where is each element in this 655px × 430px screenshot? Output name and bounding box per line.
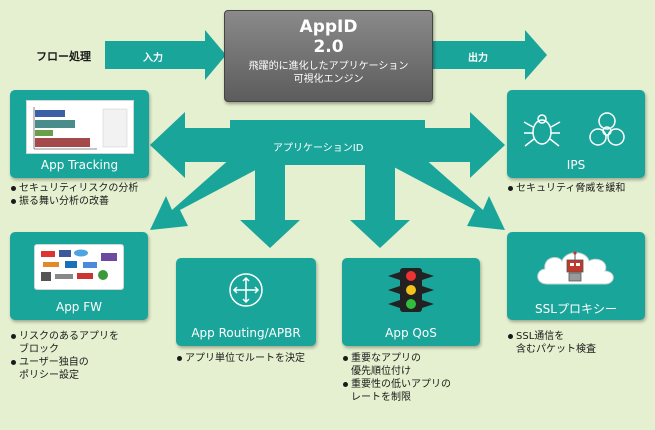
app-tracking-title: App Tracking [40, 158, 119, 172]
chart-thumbnail-icon [27, 101, 133, 153]
arrow-to-app-fw [150, 150, 265, 230]
input-arrow [105, 30, 226, 80]
bullet-item: セキュリティ脅威を緩和 [507, 182, 625, 195]
output-arrow [431, 30, 547, 80]
app-tracking-box: App Tracking [10, 90, 149, 178]
app-logos-icon [41, 249, 117, 281]
ips-bullets: セキュリティ脅威を緩和 [507, 182, 625, 195]
bullet-item: セキュリティリスクの分析 [10, 182, 138, 195]
ssl-proxy-box: SSLプロキシー [507, 232, 645, 320]
bullet-item: リスクのあるアプリを ブロック [10, 330, 119, 356]
app-routing-title: App Routing/APBR [191, 326, 301, 340]
app-qos-title: App QoS [385, 326, 437, 340]
app-fw-bullets: リスクのあるアプリを ブロック ユーザー独自の ポリシー設定 [10, 330, 119, 382]
tracking-chart-image [26, 100, 134, 154]
bullet-item: 振る舞い分析の改善 [10, 195, 138, 208]
app-routing-box: App Routing/APBR [176, 258, 316, 346]
flow-processing-label: フロー処理 [36, 50, 91, 63]
app-fw-title: App FW [55, 300, 103, 314]
app-tracking-bullets: セキュリティリスクの分析 振る舞い分析の改善 [10, 182, 138, 208]
bullet-item: アプリ単位でルートを決定 [176, 352, 305, 365]
bullet-item: 重要性の低いアプリの レートを制限 [342, 378, 451, 404]
router-icon [229, 273, 263, 307]
app-fw-box: App FW [10, 232, 148, 320]
cloud-robot-icon [537, 251, 614, 285]
biohazard-icon [589, 112, 625, 146]
arrow-to-ssl [390, 150, 505, 230]
core-version: 2.0 [313, 37, 344, 57]
core-subtitle-2: 可視化エンジン [293, 74, 364, 85]
hub-label: アプリケーションID [273, 143, 364, 154]
core-title: AppID [299, 17, 358, 37]
app-qos-box: App QoS [342, 258, 480, 346]
core-subtitle-1: 飛躍的に進化したアプリケーション [248, 61, 409, 72]
traffic-light-icon [388, 268, 434, 312]
ssl-proxy-bullets: SSL通信を 含むパケット検査 [507, 330, 596, 356]
bullet-item: ユーザー独自の ポリシー設定 [10, 356, 119, 382]
ssl-proxy-title: SSLプロキシー [535, 302, 617, 316]
output-label: 出力 [468, 53, 488, 64]
app-logos-image [34, 244, 124, 290]
input-label: 入力 [143, 53, 163, 64]
arrow-to-app-qos [350, 160, 410, 248]
bullet-item: 重要なアプリの 優先順位付け [342, 352, 451, 378]
arrow-to-app-routing [240, 160, 300, 248]
ips-title: IPS [566, 158, 586, 172]
app-routing-bullets: アプリ単位でルートを決定 [176, 352, 305, 365]
hub-body [230, 120, 425, 165]
bug-icon [523, 114, 561, 147]
ips-box: IPS [507, 90, 645, 178]
appid-core-box: AppID 2.0 飛躍的に進化したアプリケーション 可視化エンジン [224, 10, 433, 102]
app-qos-bullets: 重要なアプリの 優先順位付け 重要性の低いアプリの レートを制限 [342, 352, 451, 404]
bullet-item: SSL通信を 含むパケット検査 [507, 330, 596, 356]
